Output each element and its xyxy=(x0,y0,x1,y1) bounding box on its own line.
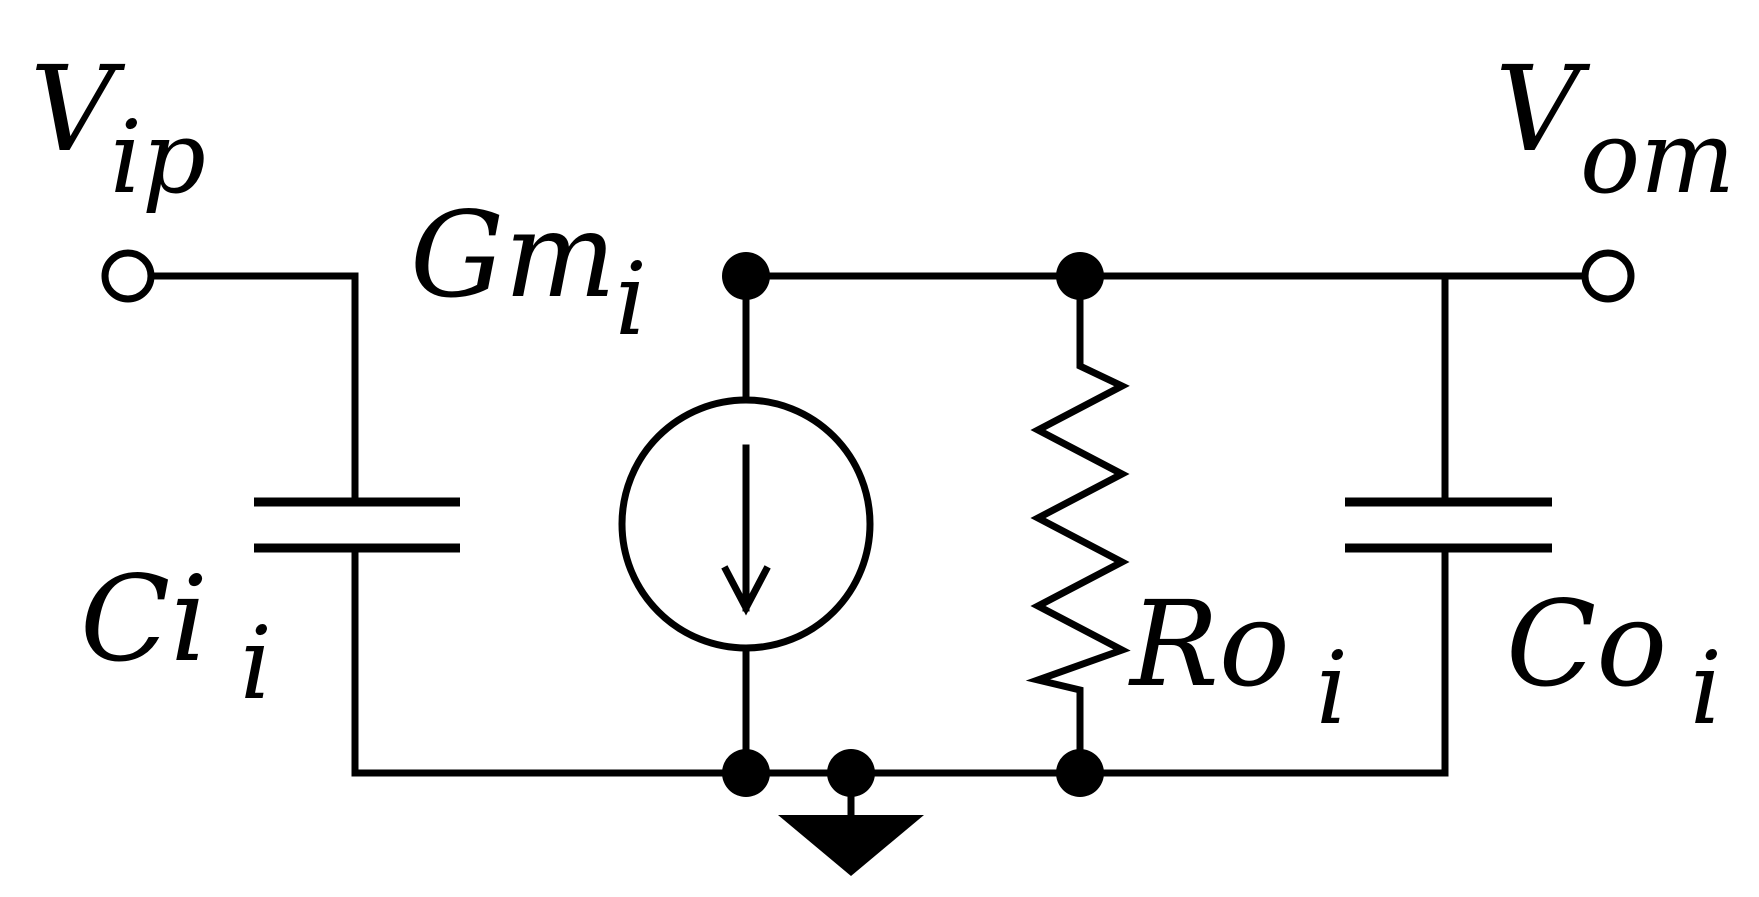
ci-subscript: i xyxy=(240,605,272,722)
vom-label: V xyxy=(1495,40,1591,178)
vom-subscript: om xyxy=(1580,99,1735,216)
input-wire xyxy=(136,272,359,500)
vip-label: V xyxy=(30,40,126,178)
resistor-zigzag-icon xyxy=(1025,272,1131,777)
co-subscript: i xyxy=(1690,630,1722,747)
ro-label: Ro xyxy=(1128,575,1290,713)
co-label: Co xyxy=(1506,575,1667,713)
current-source xyxy=(618,272,874,777)
vip-subscript: ip xyxy=(110,99,206,216)
node-dot xyxy=(722,252,770,300)
gm-label: Gm xyxy=(410,186,616,324)
node-dot xyxy=(1056,749,1104,797)
output-capacitor xyxy=(742,272,1552,777)
input-capacitor xyxy=(254,497,750,777)
node-dot xyxy=(1056,252,1104,300)
node-dot xyxy=(722,749,770,797)
ci-label: Ci xyxy=(80,550,208,688)
input-terminal xyxy=(101,249,155,303)
node-dot xyxy=(827,749,875,797)
gm-subscript: i xyxy=(615,241,647,358)
ground-icon xyxy=(778,815,924,876)
output-terminal xyxy=(1581,249,1635,303)
ro-subscript: i xyxy=(1316,630,1348,747)
output-resistor xyxy=(1025,272,1131,777)
current-arrowhead-icon xyxy=(721,565,771,616)
